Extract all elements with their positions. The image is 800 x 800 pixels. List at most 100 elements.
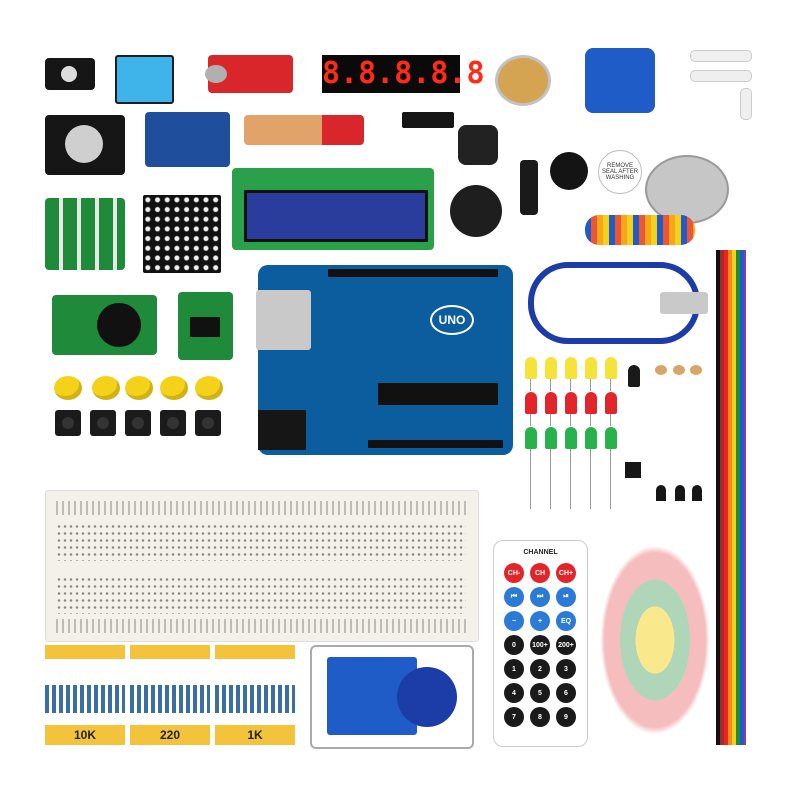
transistor [675, 485, 685, 501]
joystick-cap [450, 185, 502, 237]
resistor-row [215, 685, 295, 713]
tape-top [215, 645, 295, 659]
resistor-label-10k: 10K [45, 725, 125, 745]
tact-switch [160, 410, 186, 436]
led [565, 392, 577, 414]
ir-receiver [625, 462, 641, 478]
led [545, 357, 557, 379]
usb-a-plug [660, 292, 708, 314]
led-leg [590, 379, 591, 391]
transistor [692, 485, 702, 501]
led-leg [570, 379, 571, 391]
joystick-module [45, 115, 125, 175]
tact-switch [125, 410, 151, 436]
dc-jack-cable [520, 160, 538, 215]
horn [740, 88, 752, 120]
vol-down-button[interactable]: − [504, 611, 524, 631]
ky-module [45, 58, 95, 90]
hole-grid-bottom [56, 576, 466, 614]
led [545, 427, 557, 449]
button-cap [160, 376, 188, 400]
led [585, 427, 597, 449]
led [545, 392, 557, 414]
led [585, 392, 597, 414]
photoresistor [655, 365, 667, 375]
button-cap [54, 376, 82, 400]
joystick-base [65, 125, 103, 163]
num-6-button[interactable]: 6 [556, 683, 576, 703]
breadboard [45, 490, 479, 642]
lcd1602-module [232, 168, 434, 250]
header-top [328, 269, 498, 277]
led-leg [550, 379, 551, 391]
water-sensor [244, 115, 364, 145]
stepper-wires [585, 215, 695, 245]
num-9-button[interactable]: 9 [556, 707, 576, 727]
led-leg [550, 449, 551, 509]
num-5-button[interactable]: 5 [530, 683, 550, 703]
ch-button[interactable]: CH [530, 563, 550, 583]
atmega-chip [378, 383, 498, 405]
horn [690, 50, 752, 62]
led-matrix [143, 195, 221, 273]
seal-sticker: REMOVE SEAL AFTER WASHING [598, 150, 642, 194]
two-hundred-plus-button[interactable]: 200+ [556, 635, 576, 655]
potentiometer [495, 55, 551, 106]
led [605, 357, 617, 379]
seven-segment-display: 8.8.8.8.8 [322, 55, 485, 93]
tact-switch [55, 410, 81, 436]
resistor-tape-10k: 10K [45, 645, 125, 745]
transistor [656, 485, 666, 501]
led-leg [530, 414, 531, 426]
mic-capsule [205, 65, 227, 83]
stepper-motor [645, 155, 729, 224]
led [525, 357, 537, 379]
horn [690, 70, 752, 82]
led-leg [610, 449, 611, 509]
hundred-plus-button[interactable]: 100+ [530, 635, 550, 655]
led [525, 392, 537, 414]
num-1-button[interactable]: 1 [504, 659, 524, 679]
next-button[interactable]: ⏭ [530, 587, 550, 607]
led-leg [530, 379, 531, 391]
led-leg [610, 379, 611, 391]
remote-header: CHANNEL [523, 549, 558, 556]
ch-minus-button[interactable]: CH- [504, 563, 524, 583]
led-leg [610, 414, 611, 426]
dupont-ribbon [716, 250, 746, 745]
resistor-tape-220: 220 [130, 645, 210, 745]
led [605, 427, 617, 449]
ic-chip [402, 112, 454, 128]
num-2-button[interactable]: 2 [530, 659, 550, 679]
play-pause-button[interactable]: ⏯ [556, 587, 576, 607]
stepper-driver [178, 292, 233, 360]
servo-motor [585, 48, 655, 113]
led-leg [550, 414, 551, 426]
num-3-button[interactable]: 3 [556, 659, 576, 679]
coin-cell [97, 303, 141, 347]
button-cap [195, 376, 223, 400]
tape-top [130, 645, 210, 659]
seal-text: REMOVE SEAL AFTER WASHING [601, 163, 639, 181]
zero-button[interactable]: 0 [504, 635, 524, 655]
ch-plus-button[interactable]: CH+ [556, 563, 576, 583]
led [565, 427, 577, 449]
tact-switch [195, 410, 221, 436]
arduino-uno-board: UNO [256, 265, 513, 455]
ir-led [628, 365, 640, 387]
rail-bottom [56, 619, 466, 633]
tape-top [45, 645, 125, 659]
num-7-button[interactable]: 7 [504, 707, 524, 727]
eq-button[interactable]: EQ [556, 611, 576, 631]
num-4-button[interactable]: 4 [504, 683, 524, 703]
resistor-label-1k: 1K [215, 725, 295, 745]
vol-up-button[interactable]: + [530, 611, 550, 631]
led [605, 392, 617, 414]
uno-logo: UNO [430, 305, 474, 335]
led [565, 357, 577, 379]
resistor-tape-1k: 1K [215, 645, 295, 745]
prev-button[interactable]: ⏮ [504, 587, 524, 607]
led-leg [590, 449, 591, 509]
num-8-button[interactable]: 8 [530, 707, 550, 727]
servo-horns [690, 50, 752, 120]
